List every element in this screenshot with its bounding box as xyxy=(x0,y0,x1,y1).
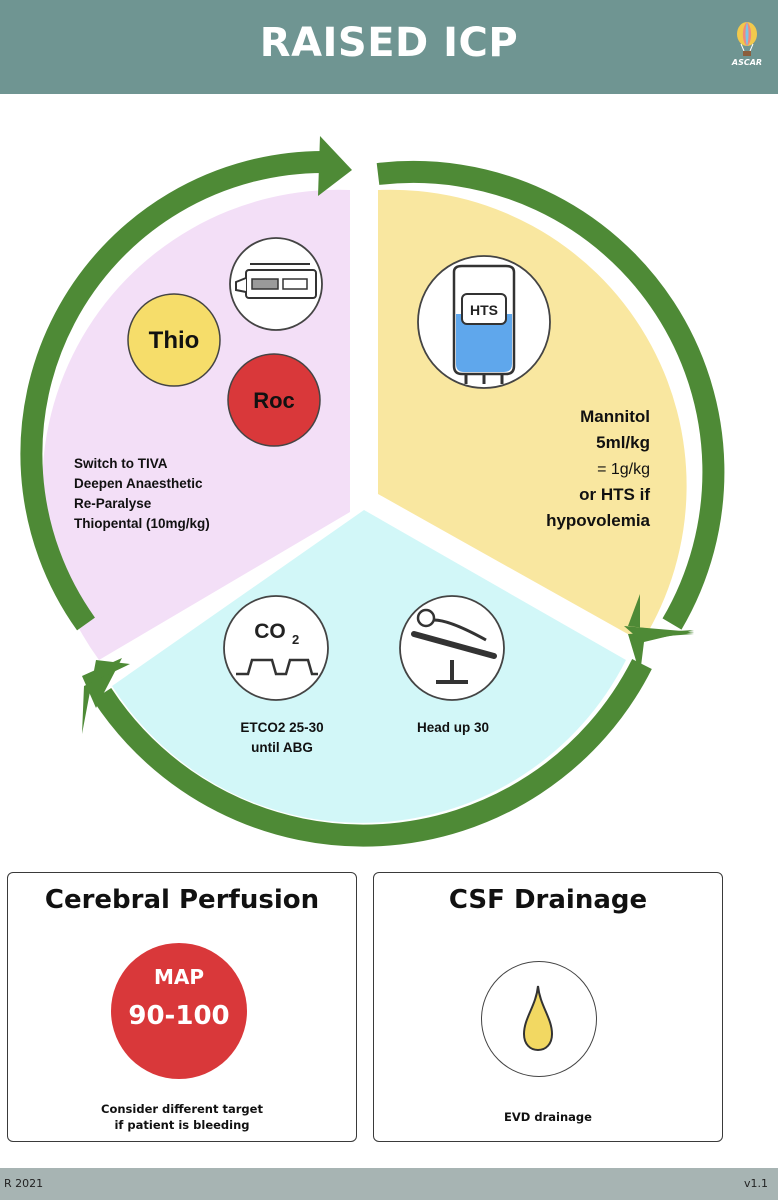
co2-waveform-icon: CO 2 xyxy=(223,595,329,701)
co2-label: CO xyxy=(254,620,286,643)
etco2-line-2: until ABG xyxy=(251,740,313,755)
perfusion-note-line-1: Consider different target xyxy=(101,1102,263,1116)
left-line-1: Switch to TIVA xyxy=(74,456,168,471)
etco2-line-1: ETCO2 25-30 xyxy=(240,720,323,735)
logo-text: ASCAR xyxy=(731,58,763,67)
footer-bar: R 2021 v1.1 xyxy=(0,1168,778,1200)
perfusion-note-line-2: if patient is bleeding xyxy=(114,1118,250,1132)
roc-label: Roc xyxy=(253,388,295,413)
syringe-pump-icon xyxy=(229,237,323,331)
evd-drainage-note: EVD drainage xyxy=(504,1110,592,1124)
right-line-2: 5ml/kg xyxy=(596,433,650,452)
map-label: MAP xyxy=(153,965,205,989)
version-label: v1.1 xyxy=(743,1177,768,1190)
map-value: 90-100 xyxy=(128,1001,230,1031)
right-line-5: hypovolemia xyxy=(546,511,650,530)
cerebral-perfusion-card: Cerebral Perfusion MAP 90-100 Consider d… xyxy=(7,872,357,1142)
right-line-4: or HTS if xyxy=(579,485,650,504)
arrow-bottom-arc xyxy=(92,659,652,847)
header-bar: RAISED ICP ASCAR xyxy=(0,0,778,94)
page-title: RAISED ICP xyxy=(259,20,519,66)
thio-badge: Thio xyxy=(127,293,221,387)
left-line-4: Thiopental (10mg/kg) xyxy=(74,516,210,531)
right-line-3: = 1g/kg xyxy=(597,461,650,478)
arrow-right-arc xyxy=(376,160,725,630)
left-line-2: Deepen Anaesthetic xyxy=(74,476,203,491)
bottom-segment xyxy=(112,510,626,823)
footer-left-text: R 2021 xyxy=(4,1177,44,1190)
cycle-arrows xyxy=(20,150,725,847)
arrow-left-arc xyxy=(20,150,329,631)
csf-drainage-card: CSF Drainage EVD drainage xyxy=(373,872,723,1142)
balloon-icon xyxy=(737,22,757,56)
hts-bag-icon: HTS xyxy=(417,255,551,389)
roc-badge: Roc xyxy=(227,353,321,447)
map-badge: MAP 90-100 xyxy=(111,943,247,1079)
hts-label: HTS xyxy=(470,302,498,318)
arrowhead-right xyxy=(628,630,694,674)
drop-icon-circle xyxy=(481,961,597,1077)
cerebral-perfusion-title: Cerebral Perfusion xyxy=(44,885,320,915)
csf-drainage-title: CSF Drainage xyxy=(448,885,648,915)
head-up-label: Head up 30 xyxy=(417,720,489,735)
co2-subscript: 2 xyxy=(292,632,299,647)
right-line-1: Mannitol xyxy=(580,407,650,426)
head-up-patient-icon xyxy=(399,595,505,701)
ascar-logo: ASCAR xyxy=(722,20,772,72)
arrowhead-top xyxy=(318,136,352,196)
icp-cycle-diagram: Thio Roc Switch to TIVA Deepen Anaesthet… xyxy=(20,136,725,847)
drop-icon xyxy=(522,985,554,1052)
left-line-3: Re-Paralyse xyxy=(74,496,152,511)
thio-label: Thio xyxy=(149,327,200,354)
